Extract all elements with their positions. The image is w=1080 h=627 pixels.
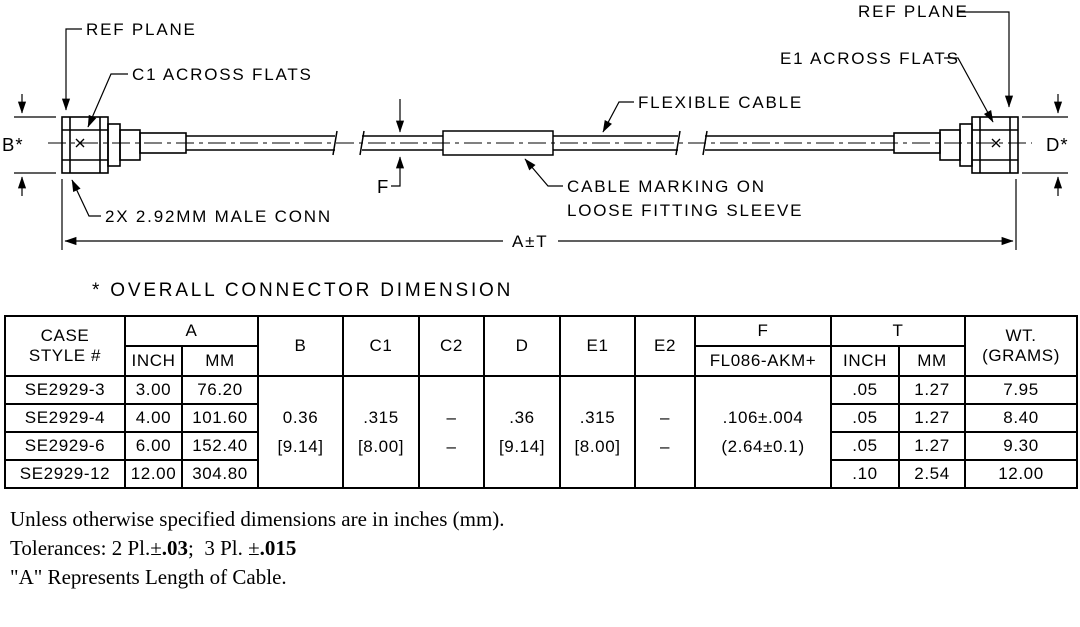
- col-header-c2: C2: [418, 315, 486, 377]
- cell-d-merged: .36[9.14]: [483, 375, 562, 489]
- case-header-line1: CASE: [40, 326, 90, 345]
- col-header-d: D: [483, 315, 562, 377]
- cell-a-inch: 4.00: [124, 403, 183, 433]
- label-overall-connector-note: * OVERALL CONNECTOR DIMENSION: [92, 280, 513, 301]
- cell-t-inch: .05: [830, 375, 901, 405]
- label-e1-across-flats: E1 ACROSS FLATS: [780, 49, 960, 68]
- case-header-line2: STYLE #: [28, 346, 102, 365]
- note-tolerance-2pl: .03: [161, 536, 189, 560]
- table-row: SE2929-6 6.00 152.40 .05 1.27 9.30: [4, 431, 1079, 461]
- label-ref-plane-left: REF PLANE: [86, 20, 197, 39]
- col-subheader-a-mm: MM: [180, 345, 260, 377]
- cell-wt: 8.40: [964, 403, 1079, 433]
- label-dim-a-tolerance: A±T: [512, 232, 548, 251]
- cell-wt: 7.95: [964, 375, 1079, 405]
- col-header-c1: C1: [342, 315, 421, 377]
- table-row: SE2929-3 3.00 76.20 0.36[9.14] .315[8.00…: [4, 375, 1079, 489]
- cell-t-mm: 1.27: [898, 403, 967, 433]
- label-dim-d: D*: [1046, 134, 1069, 155]
- col-header-f: F: [694, 315, 833, 347]
- cell-t-mm: 2.54: [898, 459, 967, 489]
- label-male-connector: 2X 2.92MM MALE CONN: [105, 207, 332, 226]
- col-header-case-style: CASE STYLE #: [4, 315, 126, 377]
- wt-header-line2: (GRAMS): [982, 346, 1060, 365]
- label-dim-f: F: [377, 176, 389, 197]
- col-header-wt: WT. (GRAMS): [964, 315, 1079, 377]
- cell-case-style: SE2929-12: [4, 459, 126, 489]
- table-row: SE2929-4 4.00 101.60 .05 1.27 8.40: [4, 403, 1079, 433]
- col-subheader-t-inch: INCH: [830, 345, 901, 377]
- cable-assembly-drawing: REF PLANE C1 ACROSS FLATS 2X 2.92MM MALE…: [2, 2, 1069, 301]
- label-dim-b: B*: [2, 134, 24, 155]
- cell-a-inch: 6.00: [124, 431, 183, 461]
- cell-a-mm: 152.40: [180, 431, 260, 461]
- col-header-b: B: [257, 315, 345, 377]
- cell-a-inch: 3.00: [124, 375, 183, 405]
- cell-case-style: SE2929-6: [4, 431, 126, 461]
- right-hex-center-mark: [991, 138, 1001, 148]
- col-header-t: T: [830, 315, 967, 347]
- cell-t-mm: 1.27: [898, 375, 967, 405]
- cell-t-inch: .05: [830, 431, 901, 461]
- cell-t-inch: .05: [830, 403, 901, 433]
- dimension-lines: [14, 11, 1068, 250]
- label-flexible-cable: FLEXIBLE CABLE: [638, 93, 803, 112]
- dimension-table: CASE STYLE # A B C1 C2 D E1 E2 F T WT. (…: [4, 315, 1079, 489]
- cell-t-mm: 1.27: [898, 431, 967, 461]
- cell-e1-merged: .315[8.00]: [559, 375, 637, 489]
- cell-case-style: SE2929-3: [4, 375, 126, 405]
- cell-e2-merged: ––: [634, 375, 697, 489]
- note-units: Unless otherwise specified dimensions ar…: [10, 507, 505, 531]
- right-connector: [893, 116, 1019, 174]
- wt-header-line1: WT.: [1005, 326, 1037, 345]
- note-cable-length: "A" Represents Length of Cable.: [10, 565, 287, 589]
- cell-c1-merged: .315[8.00]: [342, 375, 421, 489]
- marking-sleeve: [442, 130, 554, 156]
- note-tolerances-prefix: Tolerances: 2 Pl.±: [10, 536, 162, 560]
- note-tolerances: Tolerances: 2 Pl.±.03; 3 Pl. ±.015: [10, 534, 1080, 563]
- cell-wt: 12.00: [964, 459, 1079, 489]
- col-header-e2: E2: [634, 315, 697, 377]
- cell-a-mm: 304.80: [180, 459, 260, 489]
- cell-a-inch: 12.00: [124, 459, 183, 489]
- left-hex-center-mark: [75, 138, 85, 148]
- col-subheader-t-mm: MM: [898, 345, 967, 377]
- col-header-a: A: [123, 315, 260, 347]
- col-header-e1: E1: [559, 315, 637, 377]
- cell-wt: 9.30: [964, 431, 1079, 461]
- label-cable-marking-2: LOOSE FITTING SLEEVE: [567, 201, 803, 220]
- note-tolerances-mid: ; 3 Pl. ±: [188, 536, 260, 560]
- cell-a-mm: 76.20: [180, 375, 260, 405]
- cell-c2-merged: ––: [418, 375, 486, 489]
- notes-block: Unless otherwise specified dimensions ar…: [10, 505, 1080, 592]
- col-subheader-a-inch: INCH: [124, 345, 183, 377]
- label-ref-plane-right: REF PLANE: [858, 2, 969, 21]
- cell-case-style: SE2929-4: [4, 403, 126, 433]
- left-connector: [61, 116, 187, 174]
- cell-f-merged: .106±.004(2.64±0.1): [694, 375, 833, 489]
- cell-b-merged: 0.36[9.14]: [257, 375, 345, 489]
- col-subheader-f-part: FL086-AKM+: [694, 345, 833, 377]
- cell-t-inch: .10: [830, 459, 901, 489]
- label-c1-across-flats: C1 ACROSS FLATS: [132, 65, 313, 84]
- table-row: SE2929-12 12.00 304.80 .10 2.54 12.00: [4, 459, 1079, 489]
- label-cable-marking-1: CABLE MARKING ON: [567, 177, 766, 196]
- note-tolerance-3pl: .015: [259, 536, 297, 560]
- flexible-cable-body: [186, 130, 894, 156]
- cell-a-mm: 101.60: [180, 403, 260, 433]
